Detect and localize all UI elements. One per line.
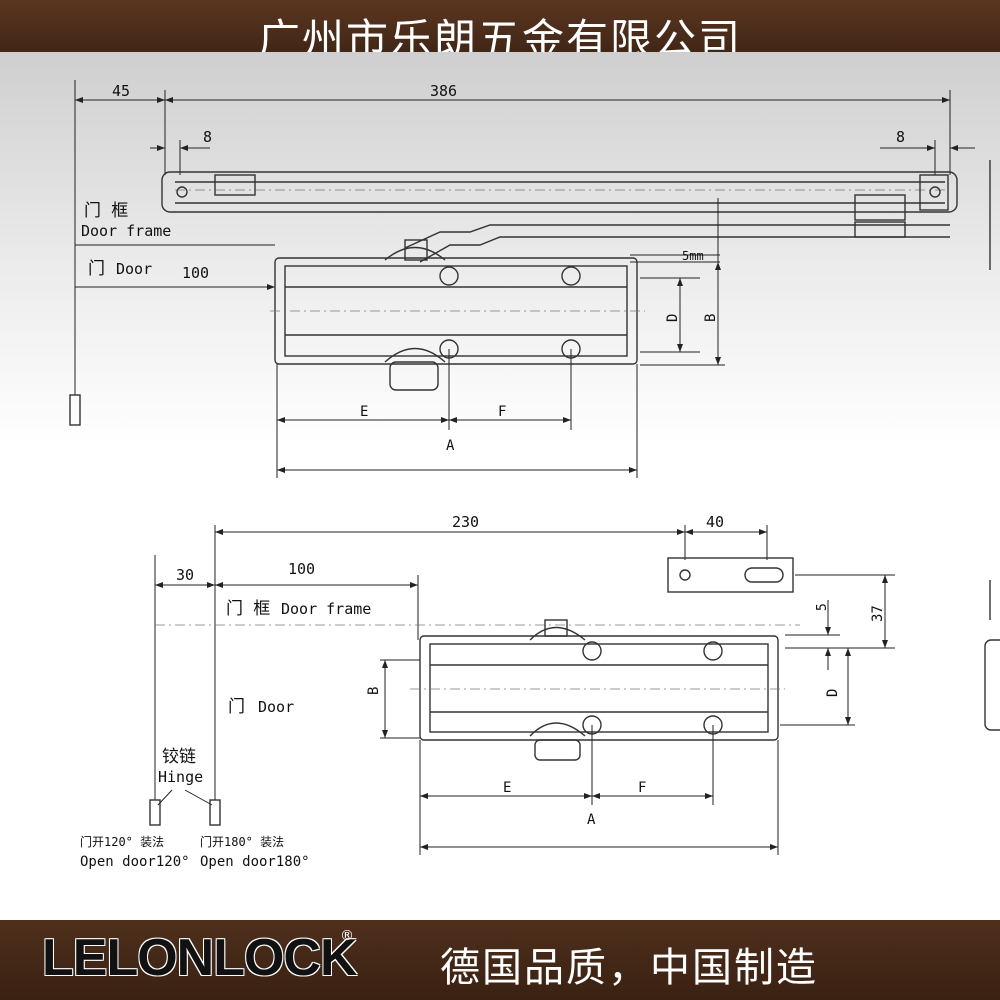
brand-logo: LELONLOCK bbox=[42, 929, 358, 987]
dim-30: 30 bbox=[176, 566, 194, 584]
label-d-bottom: D bbox=[825, 689, 841, 697]
dim-100-bottom: 100 bbox=[288, 560, 315, 578]
top-diagram: 45 386 8 8 100 5mm D B E F A 门 框 Door fr… bbox=[69, 80, 991, 478]
dim-40: 40 bbox=[706, 513, 724, 531]
drawing-sheet bbox=[0, 52, 1000, 922]
label-b-top: B bbox=[703, 314, 719, 322]
label-f-top: F bbox=[498, 404, 506, 420]
dim-5mm: 5mm bbox=[682, 249, 704, 263]
open180-en: Open door180° bbox=[200, 854, 310, 870]
dim-100-top: 100 bbox=[182, 264, 209, 282]
bottom-diagram: 230 40 30 100 5 37 B D E F A 门 框 Door fr… bbox=[80, 513, 1000, 870]
label-a-top: A bbox=[446, 438, 455, 454]
door-en-top: Door bbox=[116, 260, 152, 278]
top-banner bbox=[0, 0, 1000, 60]
door-frame-en-bottom: Door frame bbox=[281, 600, 371, 618]
dim-230: 230 bbox=[452, 513, 479, 531]
slogan: 德国品质，中国制造 bbox=[440, 945, 818, 991]
hinge-en: Hinge bbox=[158, 768, 203, 786]
label-e-bottom: E bbox=[503, 780, 511, 796]
dim-8-right: 8 bbox=[896, 128, 905, 146]
footer-bar bbox=[0, 920, 1000, 1000]
label-a-bottom: A bbox=[587, 812, 596, 828]
registered-mark: ® bbox=[340, 928, 354, 944]
door-cn-top: 门 bbox=[88, 259, 105, 279]
dim-45: 45 bbox=[112, 82, 130, 100]
hinge-cn: 铰链 bbox=[162, 747, 196, 767]
label-f-bottom: F bbox=[638, 780, 646, 796]
dim-386: 386 bbox=[430, 82, 457, 100]
label-e-top: E bbox=[360, 404, 368, 420]
label-b-bottom: B bbox=[366, 687, 382, 695]
open120-cn: 门开120° 装法 bbox=[80, 834, 164, 849]
dim-37: 37 bbox=[870, 605, 886, 622]
dim-5: 5 bbox=[815, 603, 830, 611]
dim-8-left: 8 bbox=[203, 128, 212, 146]
door-frame-cn-bottom: 门 框 bbox=[226, 599, 270, 619]
door-frame-cn-top: 门 框 bbox=[84, 201, 128, 221]
label-d-top: D bbox=[665, 314, 681, 322]
door-frame-en-top: Door frame bbox=[81, 222, 171, 240]
open120-en: Open door120° bbox=[80, 854, 190, 870]
door-cn-bottom: 门 bbox=[228, 697, 245, 717]
open180-cn: 门开180° 装法 bbox=[200, 834, 284, 849]
door-en-bottom: Door bbox=[258, 698, 294, 716]
